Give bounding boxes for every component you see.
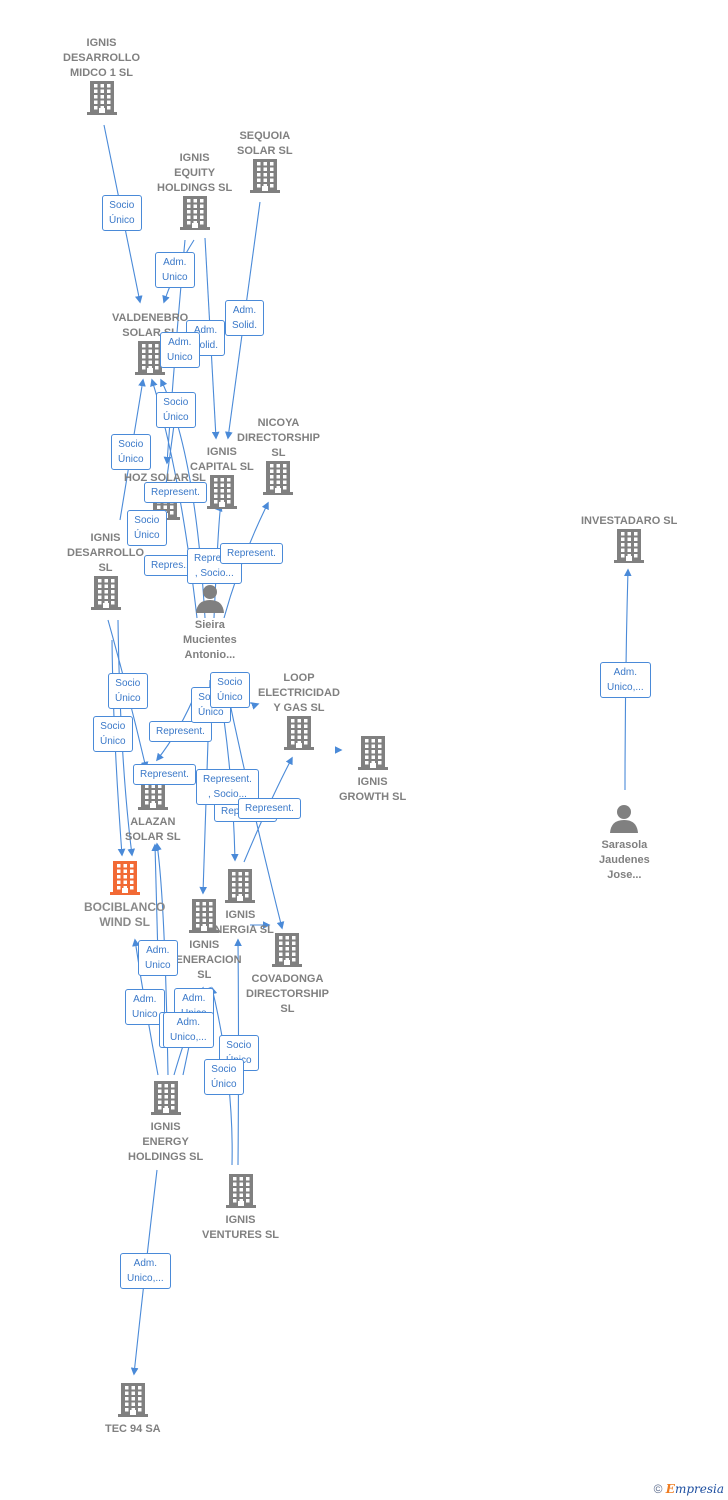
copyright-symbol: © bbox=[653, 1482, 663, 1496]
node-bociblanco[interactable]: BOCIBLANCO WIND SL bbox=[84, 861, 165, 930]
relation-label[interactable]: Socio Único bbox=[93, 716, 133, 752]
node-label: IGNIS ENERGIA SL bbox=[207, 909, 274, 936]
relation-label[interactable]: Adm. Unico,... bbox=[600, 662, 651, 698]
building-icon bbox=[258, 716, 340, 755]
node-capital[interactable]: IGNIS CAPITAL SL bbox=[190, 445, 254, 514]
node-growth[interactable]: IGNIS GROWTH SL bbox=[339, 736, 406, 805]
node-label: COVADONGA DIRECTORSHIP SL bbox=[246, 973, 329, 1015]
node-generacion[interactable]: IGNIS GENERACION SL bbox=[167, 899, 242, 983]
person-icon bbox=[183, 583, 237, 618]
relation-label[interactable]: Adm. Solid. bbox=[186, 320, 226, 356]
relation-label[interactable]: Represent. bbox=[149, 721, 212, 742]
relation-label[interactable]: Socio Único bbox=[210, 672, 250, 708]
node-equity[interactable]: IGNIS EQUITY HOLDINGS SL bbox=[157, 151, 232, 235]
node-label: ALAZAN SOLAR SL bbox=[125, 816, 181, 843]
node-sequoia[interactable]: SEQUOIA SOLAR SL bbox=[237, 129, 293, 198]
node-energia[interactable]: IGNIS ENERGIA SL bbox=[207, 869, 274, 938]
building-icon bbox=[128, 1081, 203, 1120]
node-label: IGNIS DESARROLLO MIDCO 1 SL bbox=[63, 37, 140, 79]
relation-label[interactable]: Socio Único bbox=[111, 434, 151, 470]
relation-label[interactable]: Adm. Unico,... bbox=[163, 1012, 214, 1048]
building-icon bbox=[105, 1383, 161, 1422]
node-label: NICOYA DIRECTORSHIP SL bbox=[237, 417, 320, 459]
relation-label[interactable]: Adm. Unico,... bbox=[120, 1253, 171, 1289]
relation-label[interactable]: Socio Único bbox=[108, 673, 148, 709]
node-nicoya[interactable]: NICOYA DIRECTORSHIP SL bbox=[237, 416, 320, 500]
node-desarrollo[interactable]: IGNIS DESARROLLO SL bbox=[67, 531, 144, 615]
node-energy[interactable]: IGNIS ENERGY HOLDINGS SL bbox=[128, 1081, 203, 1165]
building-icon bbox=[67, 576, 144, 615]
relation-label[interactable]: Socio Único bbox=[127, 510, 167, 546]
node-covadonga[interactable]: COVADONGA DIRECTORSHIP SL bbox=[246, 933, 329, 1017]
relation-label[interactable]: Represent. bbox=[220, 543, 283, 564]
node-label: Sarasola Jaudenes Jose... bbox=[599, 839, 650, 881]
node-label: LOOP ELECTRICIDAD Y GAS SL bbox=[258, 672, 340, 714]
node-label: INVESTADARO SL bbox=[581, 515, 678, 527]
footer-brand: © Empresia bbox=[654, 1482, 724, 1496]
building-icon bbox=[237, 461, 320, 500]
node-sieira[interactable]: Sieira Mucientes Antonio... bbox=[183, 583, 237, 663]
relation-label[interactable]: Adm. Unico bbox=[155, 252, 195, 288]
building-icon bbox=[207, 869, 274, 908]
node-label: Sieira Mucientes Antonio... bbox=[183, 619, 237, 661]
relation-label[interactable]: Adm. Unico bbox=[125, 989, 165, 1025]
node-label: IGNIS DESARROLLO SL bbox=[67, 532, 144, 574]
person-icon bbox=[599, 803, 650, 838]
node-label: SEQUOIA SOLAR SL bbox=[237, 130, 293, 157]
building-icon bbox=[84, 861, 165, 900]
relation-edge bbox=[151, 843, 160, 959]
node-label: IGNIS ENERGY HOLDINGS SL bbox=[128, 1121, 204, 1163]
relation-label[interactable]: Adm. Unico bbox=[138, 940, 178, 976]
node-tec94[interactable]: TEC 94 SA bbox=[105, 1383, 161, 1437]
node-midco[interactable]: IGNIS DESARROLLO MIDCO 1 SL bbox=[63, 36, 140, 120]
relation-label[interactable]: Represent. bbox=[238, 798, 301, 819]
building-icon bbox=[167, 899, 242, 938]
node-sarasola[interactable]: Sarasola Jaudenes Jose... bbox=[599, 803, 650, 883]
node-ventures[interactable]: IGNIS VENTURES SL bbox=[202, 1174, 279, 1243]
building-icon bbox=[63, 81, 140, 120]
relation-label[interactable]: Socio Único bbox=[204, 1059, 244, 1095]
building-icon bbox=[246, 933, 329, 972]
node-label: IGNIS GENERACION SL bbox=[167, 939, 242, 981]
node-label: HOZ SOLAR SL bbox=[124, 472, 206, 484]
node-alazan[interactable]: ALAZAN SOLAR SL bbox=[125, 776, 181, 845]
node-label: IGNIS CAPITAL SL bbox=[190, 446, 254, 473]
node-label: IGNIS VENTURES SL bbox=[202, 1214, 280, 1241]
relation-label[interactable]: Adm. Unico bbox=[160, 332, 200, 368]
relation-label[interactable]: Socio Único bbox=[102, 195, 142, 231]
relation-label[interactable]: Represent. bbox=[133, 764, 196, 785]
node-loop[interactable]: LOOP ELECTRICIDAD Y GAS SL bbox=[258, 671, 340, 755]
node-label: IGNIS EQUITY HOLDINGS SL bbox=[157, 152, 233, 194]
node-label: TEC 94 SA bbox=[105, 1423, 161, 1435]
building-icon bbox=[237, 159, 293, 198]
relation-label[interactable]: Adm. Solid. bbox=[225, 300, 265, 336]
building-icon bbox=[339, 736, 406, 775]
node-label: IGNIS GROWTH SL bbox=[339, 776, 407, 803]
relation-label[interactable]: Represent. bbox=[144, 482, 207, 503]
node-investadaro[interactable]: INVESTADARO SL bbox=[581, 514, 677, 568]
node-label: BOCIBLANCO WIND SL bbox=[84, 900, 166, 929]
relation-label[interactable]: Socio Único bbox=[156, 392, 196, 428]
building-icon bbox=[581, 529, 677, 568]
building-icon bbox=[157, 196, 232, 235]
building-icon bbox=[112, 341, 188, 380]
building-icon bbox=[190, 475, 254, 514]
empresia-logo: Empresia bbox=[665, 1482, 724, 1496]
building-icon bbox=[202, 1174, 279, 1213]
